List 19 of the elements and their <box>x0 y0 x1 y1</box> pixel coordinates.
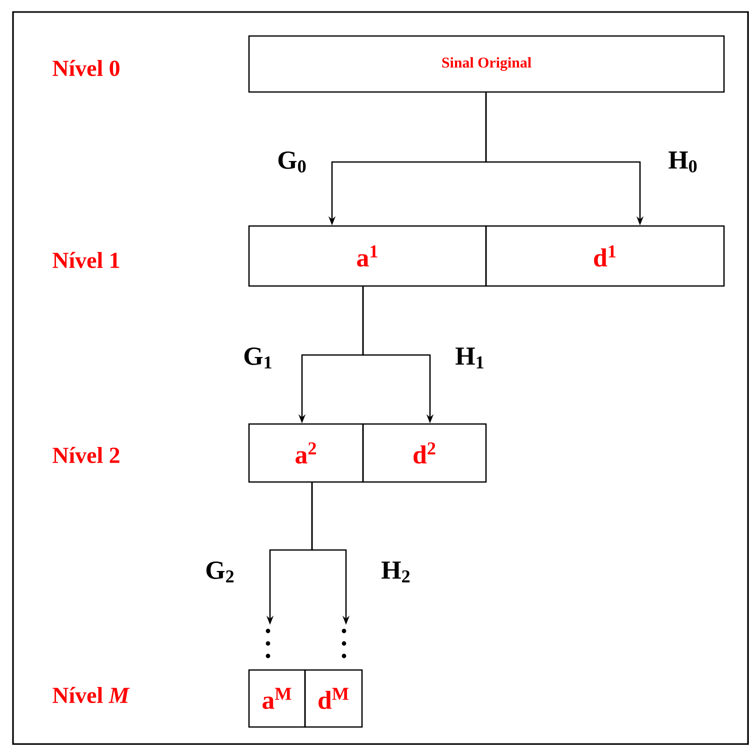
filter-label: G$_{2}$ <box>206 562 234 582</box>
coefficient-cell: d$^{2}$ <box>362 423 487 483</box>
coefficient-cell: d$^{1}$ <box>485 225 725 287</box>
filter-label: H$_{2}$ <box>382 562 410 582</box>
coefficient-cell: a$^{2}$ <box>248 423 364 483</box>
filter-label: G$_{1}$ <box>244 348 272 368</box>
level-label: Nível 2 <box>52 446 120 464</box>
level-label: Nível 1 <box>52 252 120 268</box>
filter-label: G$_{0}$ <box>278 151 306 173</box>
filter-label: H$_{0}$ <box>668 152 697 172</box>
level-label: Nível M <box>52 686 130 704</box>
signal-box: Sinal Original <box>248 35 725 93</box>
filter-label: H$_{1}$ <box>456 348 484 368</box>
vertical-ellipsis <box>342 628 346 658</box>
coefficient-cell: a$^{M}$ <box>248 669 306 728</box>
coefficient-cell: d$^{M}$ <box>304 669 363 728</box>
level-label: Nível 0 <box>52 60 120 76</box>
vertical-ellipsis <box>266 628 270 658</box>
coefficient-cell: a$^{1}$ <box>248 225 487 287</box>
